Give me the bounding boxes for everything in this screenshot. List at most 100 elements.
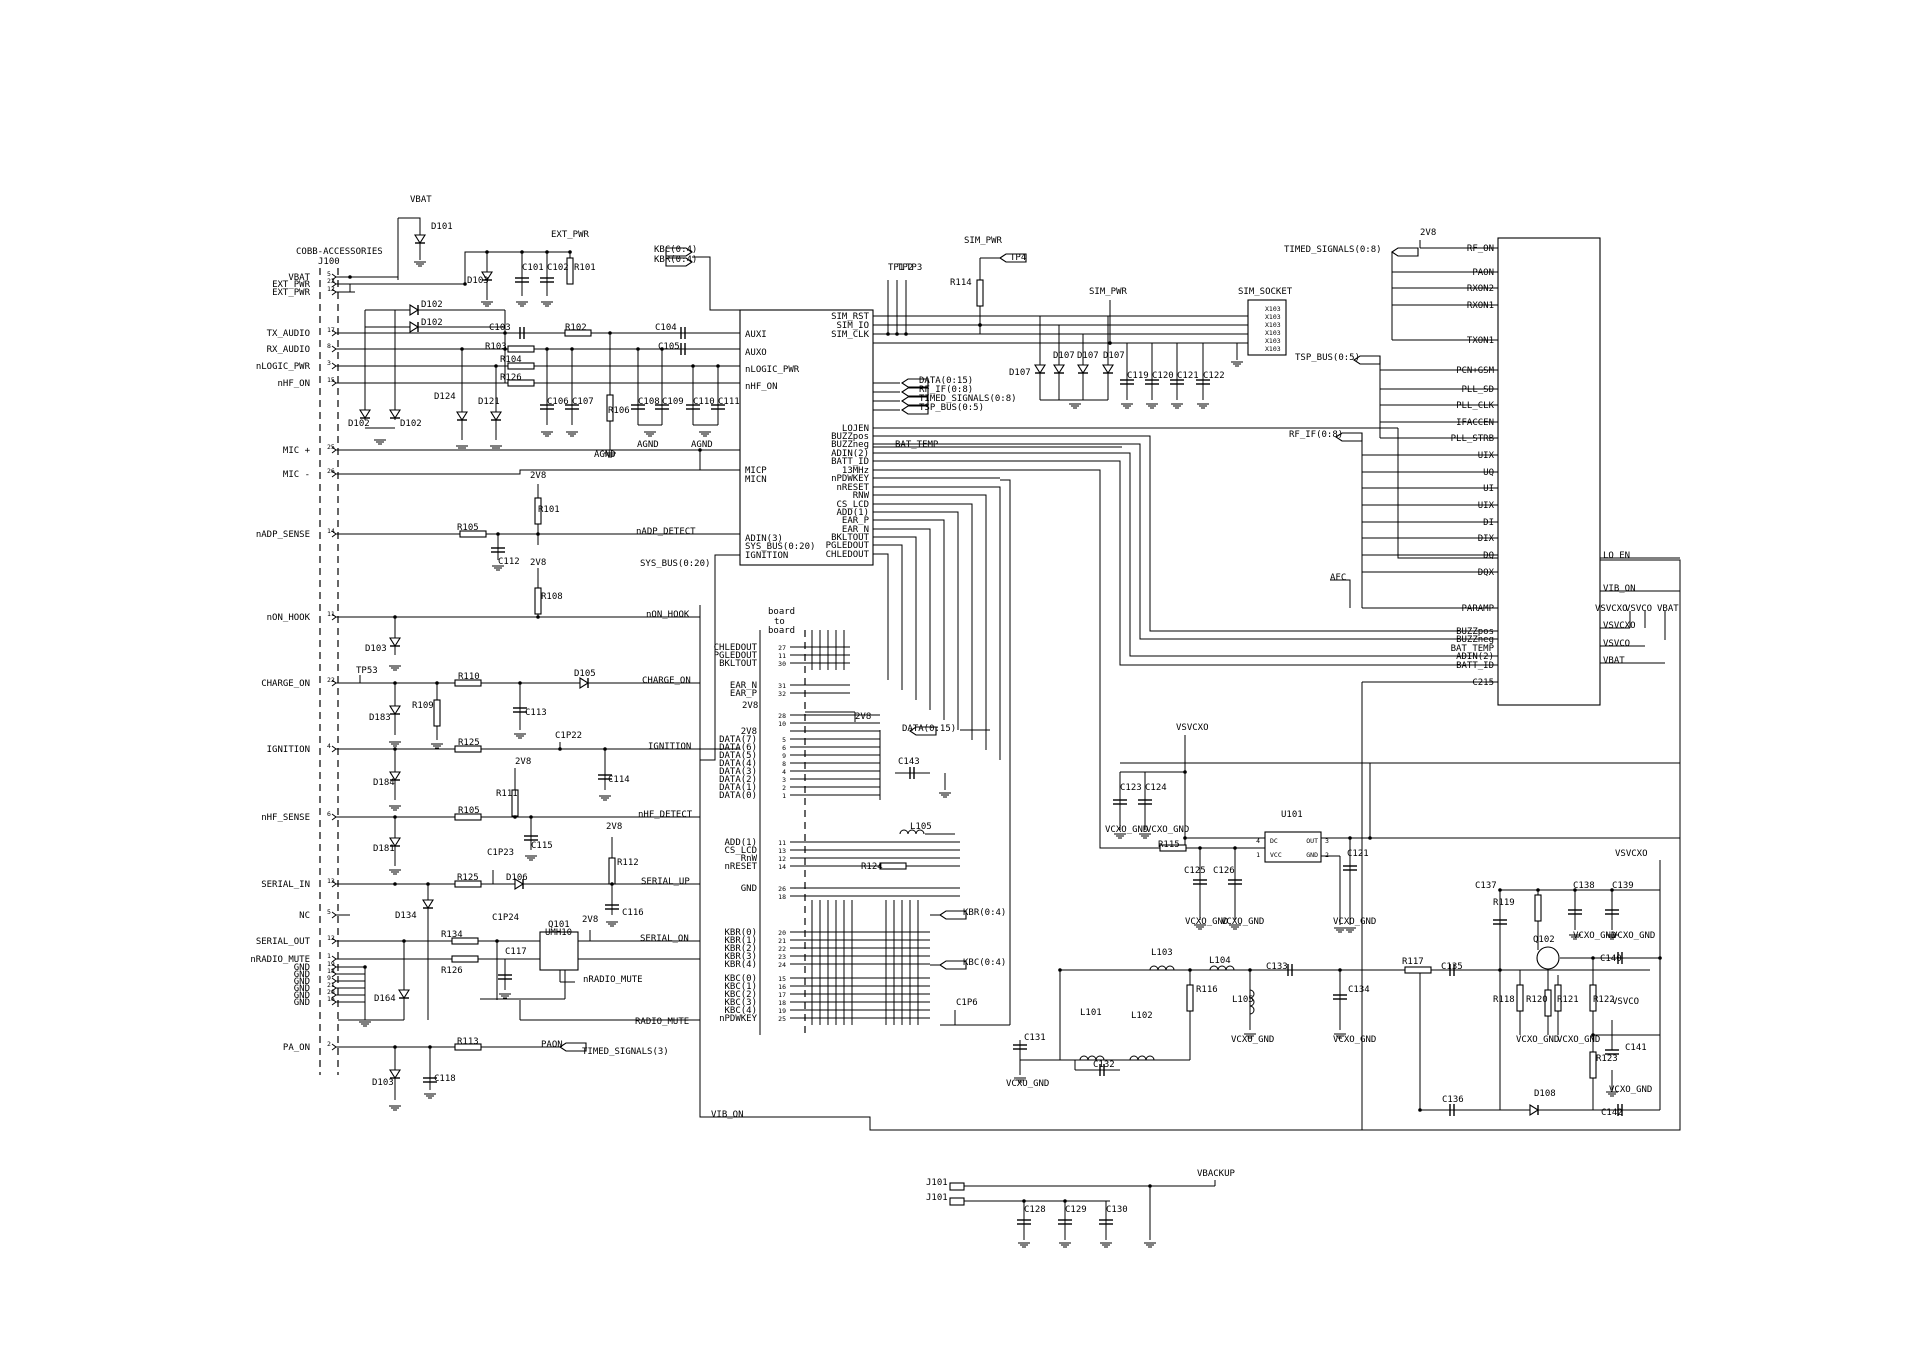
part-label: R125	[458, 738, 480, 748]
resistor	[454, 679, 482, 687]
connector-pin-name: nHF_ON	[277, 379, 310, 389]
connector-pin-name: EXT_PWR	[272, 288, 311, 298]
b2b-pin: 20	[778, 929, 786, 937]
rf-pin: PARAMP	[1461, 604, 1494, 614]
part-label: D102	[348, 419, 370, 429]
junction-dot	[610, 882, 614, 886]
rf-right-pin: VSVCO	[1625, 604, 1652, 614]
b2b-signal: KBR(3)	[724, 952, 757, 962]
connector-pin-name: TX_AUDIO	[267, 329, 310, 339]
part-label: TIMED_SIGNALS(3)	[582, 1047, 669, 1057]
connector-pin-number: 13	[327, 877, 335, 885]
connector-pin-number: 3	[327, 359, 331, 367]
b2b-signal: KBC(0)	[724, 974, 757, 984]
diode	[490, 411, 502, 422]
part-label: C109	[662, 397, 684, 407]
junction-dot	[886, 332, 890, 336]
b2b-signal: KBC(4)	[724, 1006, 757, 1016]
rf-pin: UIX	[1478, 451, 1495, 461]
rf-pin: DI	[1483, 518, 1494, 528]
wire	[873, 460, 1498, 666]
bus-flag	[1335, 432, 1363, 442]
resistor	[976, 279, 984, 307]
junction-dot	[1148, 1184, 1152, 1188]
part-label: D164	[374, 994, 396, 1004]
pin-arrow	[331, 280, 337, 288]
diode	[1077, 364, 1089, 375]
part-label: board	[768, 607, 795, 617]
junction-dot	[518, 681, 522, 685]
part-label: SIM_PWR	[964, 236, 1003, 246]
part-label: 2V8	[530, 471, 546, 481]
connector-pin-name: RX_AUDIO	[267, 345, 310, 355]
part-label: C126	[1213, 866, 1235, 876]
part-label: C122	[1203, 371, 1225, 381]
b2b-pin: 26	[778, 885, 786, 893]
b2b-pin: 32	[778, 690, 786, 698]
junction-dot	[348, 275, 352, 279]
junction-dot	[513, 815, 517, 819]
part-label: C134	[1348, 985, 1370, 995]
rf-pin: PAON	[1472, 268, 1494, 278]
part-label: 2V8	[1420, 228, 1436, 238]
rf-pin: PLL_CLK	[1456, 401, 1495, 411]
diode	[456, 411, 468, 422]
cpu-right-pin: 13MHz	[842, 466, 869, 476]
junction-dot	[608, 331, 612, 335]
part-label: U101	[1281, 810, 1303, 820]
rf-pin: DQ	[1483, 551, 1494, 561]
part-label: R102	[565, 323, 587, 333]
cpu-right-pin: BATT_ID	[831, 457, 869, 467]
wire	[692, 256, 740, 311]
inductor	[1249, 989, 1255, 1015]
part-label: nRADIO_MUTE	[583, 975, 643, 985]
part-label: PAON	[541, 1040, 563, 1050]
rf-pin: IFACCEN	[1456, 418, 1494, 428]
part-label: C103	[489, 323, 511, 333]
part-label: D107	[1103, 351, 1125, 361]
part-label: VCXO_GND	[1006, 1079, 1049, 1089]
part-label: D103	[372, 1078, 394, 1088]
part-label: R126	[441, 966, 463, 976]
junction-dot	[460, 347, 464, 351]
junction-dot	[1658, 956, 1662, 960]
cpu-right-pin: CHLEDOUT	[826, 550, 870, 560]
rf-pin: UIX	[1478, 501, 1495, 511]
b2b-pin: 21	[778, 937, 786, 945]
part-label: C119	[1127, 371, 1149, 381]
b2b-pin: 15	[778, 975, 786, 983]
cpu-block	[739, 309, 874, 566]
part-label: D102	[400, 419, 422, 429]
resistor	[507, 362, 535, 370]
connector-pin-name: GND	[294, 970, 310, 980]
junction-dot	[691, 364, 695, 368]
rf-right-pin: VBAT	[1603, 656, 1625, 666]
connector-pin-name: nADP_SENSE	[256, 530, 310, 540]
diode	[389, 837, 401, 848]
cpu-right-pin: ADIN(2)	[831, 449, 869, 459]
rf-pin: C215	[1472, 678, 1494, 688]
diode	[1102, 364, 1114, 375]
cpu-left-pin: ADIN(3)	[745, 534, 783, 544]
part-label: TSP_BUS(0:5)	[1295, 353, 1360, 363]
part-label: C1P22	[555, 731, 582, 741]
pin-arrow	[331, 977, 337, 985]
part-label: R103	[485, 342, 507, 352]
resistor	[534, 587, 542, 615]
junction-dot	[503, 331, 507, 335]
part-label: L105	[1232, 995, 1254, 1005]
resistor	[1516, 984, 1524, 1012]
b2b-pin: 17	[778, 991, 786, 999]
junction-dot	[402, 939, 406, 943]
connector-pin-number: 23	[327, 277, 335, 285]
pin-arrow	[331, 984, 337, 992]
cpu-left-pin: SYS_BUS(0:20)	[745, 542, 815, 552]
b2b-pin: 22	[778, 945, 786, 953]
osc-pin: 4	[1256, 837, 1260, 845]
part-label: D183	[369, 713, 391, 723]
connector-pin-name: GND	[294, 991, 310, 1001]
junction-dot	[503, 347, 507, 351]
part-label: VBAT	[410, 195, 432, 205]
part-label: VSVCXO	[1615, 849, 1648, 859]
part-label: AFC	[1330, 573, 1346, 583]
